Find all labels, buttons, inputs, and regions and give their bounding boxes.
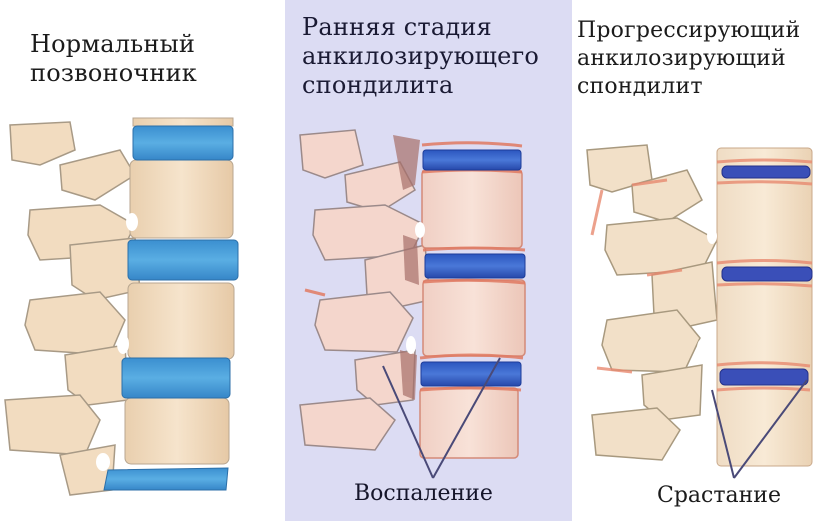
disc xyxy=(422,149,522,171)
title-line: спондилита xyxy=(302,71,454,99)
pointer-lines xyxy=(711,379,808,479)
fusion-caption: Срастание xyxy=(657,483,781,508)
disc xyxy=(420,361,522,387)
inflammation-caption: Воспаление xyxy=(354,481,493,506)
disc xyxy=(424,253,526,279)
title-line: спондилит xyxy=(577,74,703,99)
disc xyxy=(719,368,809,386)
panel-progressive-stage: Прогрессирующий анкилозирующий спондилит xyxy=(572,0,831,521)
panel-title: Прогрессирующий анкилозирующий спондилит xyxy=(577,17,800,101)
panel-early-stage: Ранняя стадия анкилозирующего спондилита xyxy=(285,0,572,521)
disc xyxy=(132,125,234,161)
pointer-lines xyxy=(382,357,501,479)
early-stage-spine-illustration xyxy=(299,129,526,479)
progressive-spine-illustration xyxy=(586,144,813,479)
title-line: анкилозирующий xyxy=(577,46,786,71)
normal-spine-illustration xyxy=(4,117,239,496)
panel-title: Ранняя стадия анкилозирующего спондилита xyxy=(302,13,539,100)
disc xyxy=(721,165,811,179)
disc xyxy=(121,357,231,399)
title-line: позвоночник xyxy=(30,59,198,87)
fused-vertebral-column xyxy=(716,147,813,467)
title-line: Прогрессирующий xyxy=(577,18,801,43)
panel-title: Нормальный позвоночник xyxy=(30,30,197,88)
title-line: Нормальный xyxy=(30,30,196,58)
title-line: анкилозирующего xyxy=(302,42,539,70)
disc xyxy=(721,266,813,282)
disc xyxy=(127,239,239,281)
panel-normal-spine: Нормальный позвоночник xyxy=(0,0,285,521)
title-line: Ранняя стадия xyxy=(302,13,492,41)
